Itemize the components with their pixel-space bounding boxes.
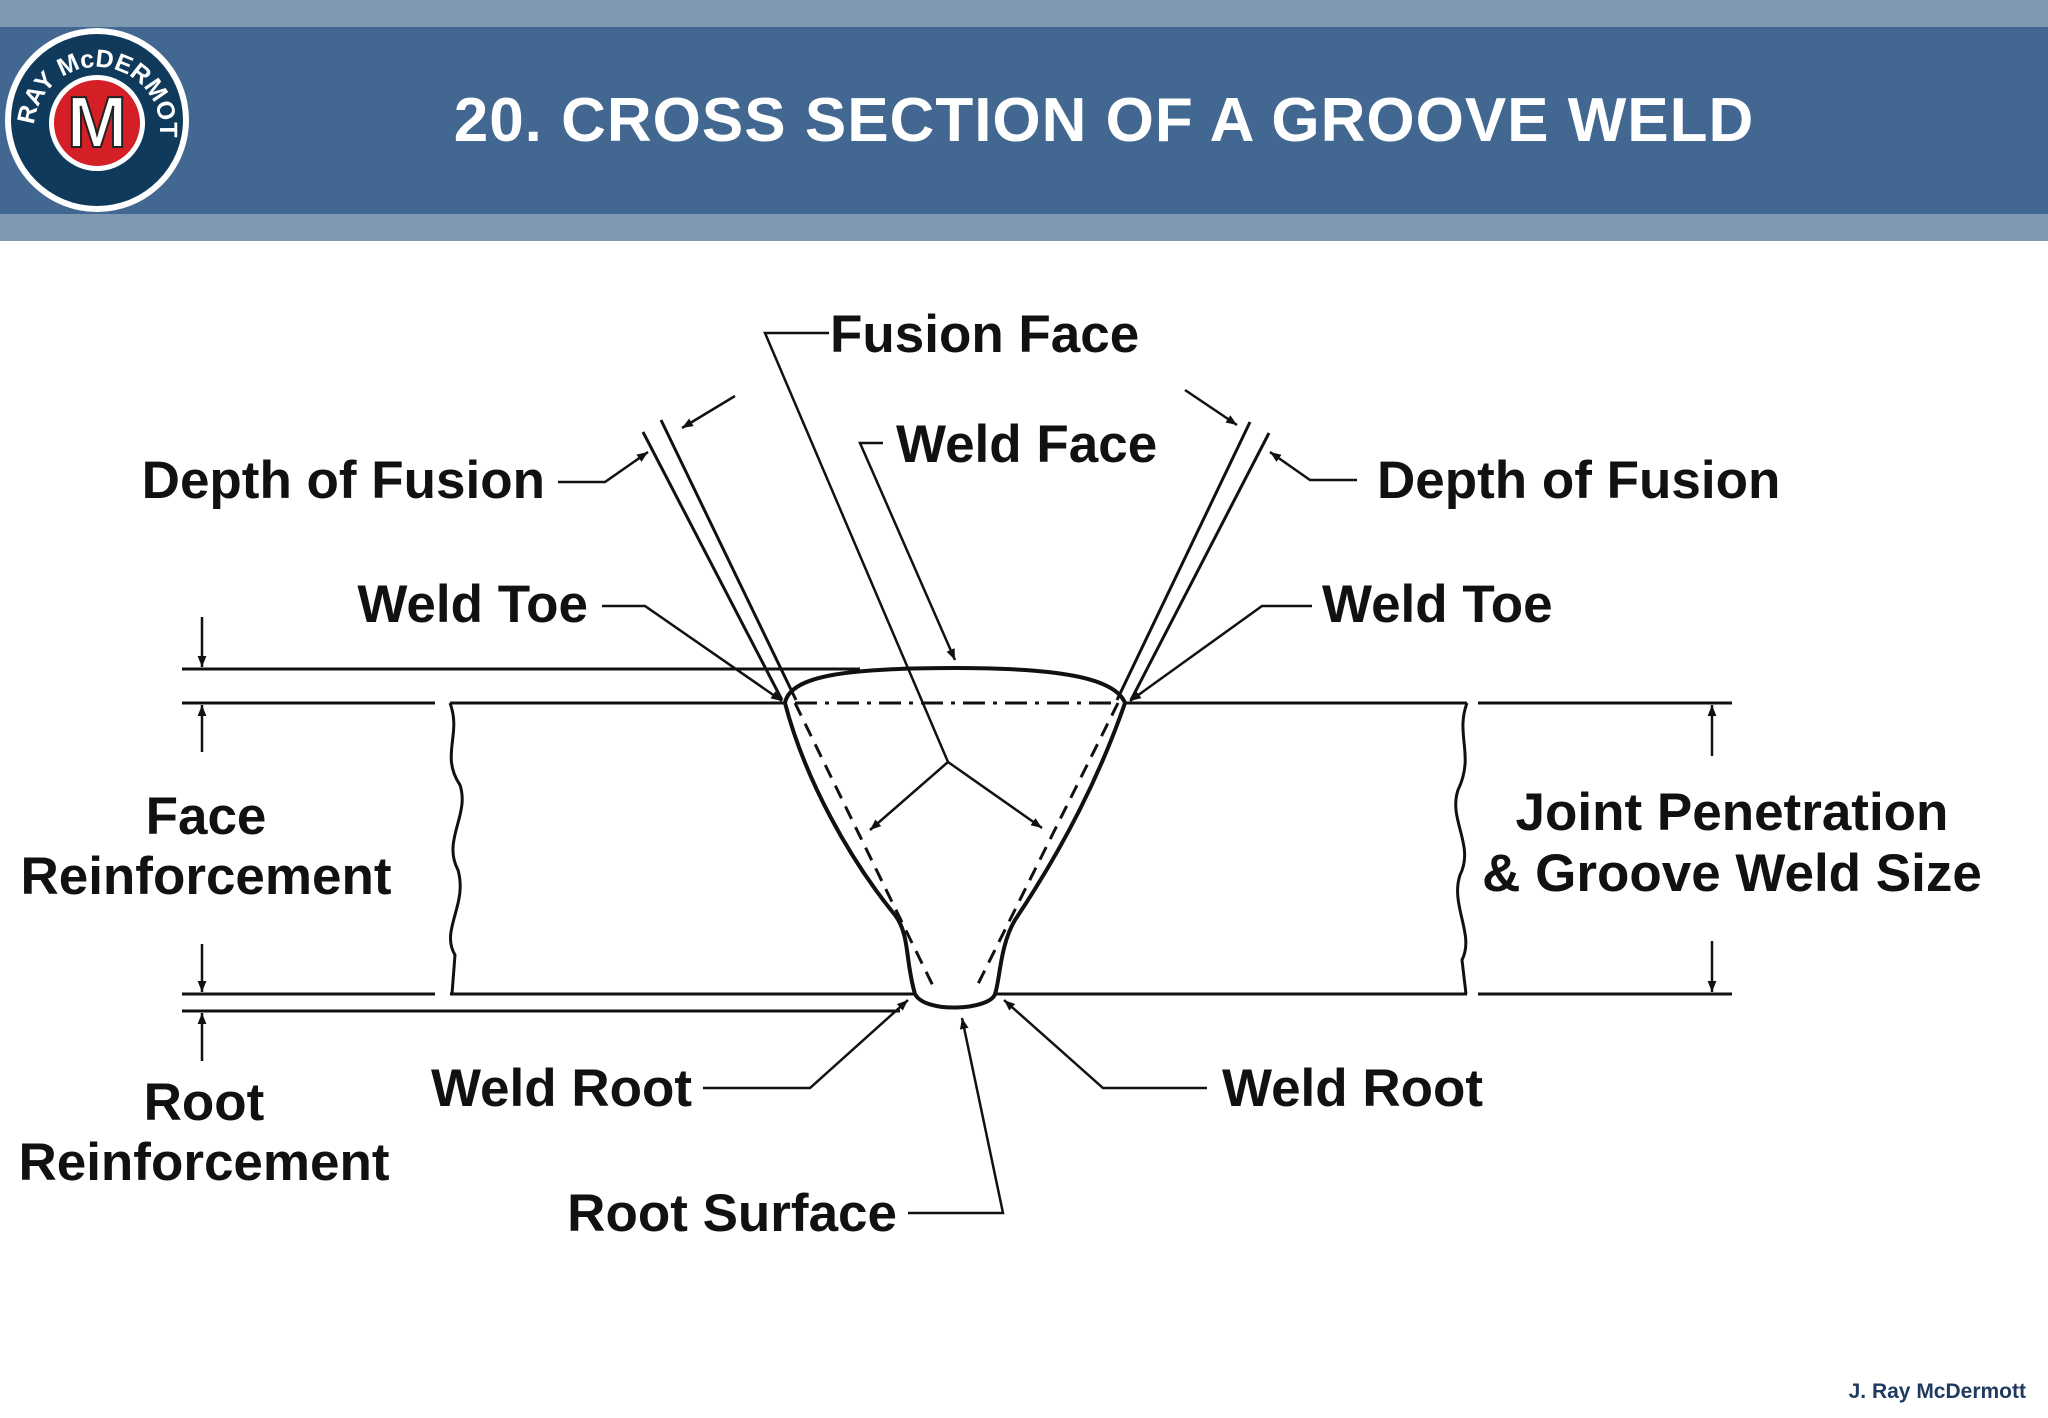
header-top-band [0,0,2048,27]
label-depth-of-fusion-left: Depth of Fusion [142,451,545,510]
label-joint-penetration-1: Joint Penetration [1516,783,1949,842]
logo-letter: M [67,83,127,163]
leaders [558,331,1357,1215]
header-bottom-band [0,214,2048,241]
label-weld-toe-right: Weld Toe [1322,575,1553,634]
left-break-line [448,702,464,995]
label-face-reinforcement-2: Reinforcement [20,847,391,906]
plates [448,701,1469,996]
depth-of-fusion-lines [641,419,1271,701]
label-depth-of-fusion-right: Depth of Fusion [1377,451,1780,510]
right-break-line [1454,702,1469,995]
page-title: 20. CROSS SECTION OF A GROOVE WELD [453,86,1755,155]
weld-bead [782,665,1128,1010]
dimension-arrows [197,617,1717,1061]
label-root-surface: Root Surface [567,1184,897,1243]
company-logo: J. RAY McDERMOTT M [2,25,189,212]
label-root-reinforcement-1: Root [144,1073,265,1132]
left-fusion-line [793,702,937,991]
fusion-boundary [793,702,1120,991]
label-face-reinforcement-1: Face [146,787,267,846]
logo-center [54,80,140,166]
extension-lines [182,667,1732,1013]
right-fusion-line [973,702,1120,991]
label-fusion-face: Fusion Face [830,305,1139,364]
label-root-reinforcement-2: Reinforcement [18,1133,389,1192]
label-joint-penetration-2: & Groove Weld Size [1482,844,1982,903]
label-weld-toe-left: Weld Toe [357,575,588,634]
label-weld-root-left: Weld Root [431,1059,692,1118]
label-weld-face: Weld Face [896,415,1157,474]
header-bar [0,27,2048,214]
label-weld-root-right: Weld Root [1222,1059,1483,1118]
footer-brand: J. Ray McDermott [1848,1380,2026,1403]
